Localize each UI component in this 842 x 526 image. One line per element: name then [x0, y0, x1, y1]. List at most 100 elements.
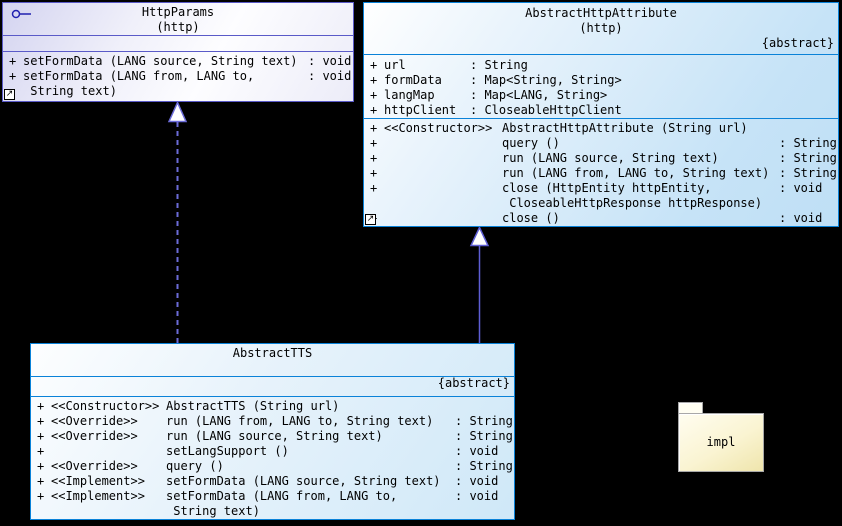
stereotype: <<Constructor>>: [51, 399, 160, 413]
expand-indicator-icon[interactable]: ↗: [4, 89, 15, 100]
attributes-section: [3, 35, 353, 51]
visibility: +: [370, 103, 378, 117]
operation-row: + setFormData (LANG from, LANG to, Strin…: [9, 69, 353, 99]
operation-row: + setLangSupport () : void: [37, 444, 514, 459]
visibility: +: [370, 88, 378, 102]
operations-section: + <<Constructor>> AbstractTTS (String ur…: [31, 396, 514, 519]
signature: setFormData (LANG source, String text): [23, 54, 298, 68]
attribute-type: : CloseableHttpClient: [470, 103, 622, 117]
class-header: AbstractHttpAttribute (http) {abstract}: [364, 3, 838, 54]
class-package-subtitle: (http): [579, 21, 623, 35]
visibility: +: [9, 69, 17, 83]
operation-row: + <<Override>> run (LANG from, LANG to, …: [37, 414, 514, 429]
expand-indicator-icon[interactable]: ↗: [365, 214, 376, 225]
realization-arrow[interactable]: [167, 100, 188, 344]
attribute-type: : Map<String, String>: [470, 73, 622, 87]
signature-line: close (HttpEntity httpEntity,: [502, 181, 712, 195]
return-type: : String: [779, 151, 837, 165]
class-header: AbstractTTS {abstract}: [31, 344, 514, 390]
interface-lollipop-icon: [11, 9, 31, 19]
return-type: : String: [455, 429, 513, 443]
visibility: +: [370, 181, 378, 195]
visibility: +: [370, 58, 378, 72]
return-type: : void: [308, 69, 352, 83]
signature: run (LANG from, LANG to, String text): [502, 166, 770, 180]
class-header: HttpParams (http): [3, 3, 353, 35]
package-tab: [678, 402, 703, 414]
class-title: AbstractTTS: [232, 346, 313, 360]
operation-row: + query () : String: [370, 136, 838, 151]
visibility: +: [370, 121, 378, 135]
operation-row: + run (LANG from, LANG to, String text) …: [370, 166, 838, 181]
stereotype: <<Constructor>>: [384, 121, 493, 135]
abstract-tag: {abstract}: [761, 36, 834, 50]
signature: query (): [502, 136, 560, 150]
stereotype: <<Implement>>: [51, 474, 145, 488]
attribute-row: + httpClient : CloseableHttpClient: [370, 103, 838, 118]
visibility: +: [37, 474, 45, 488]
signature: run (LANG source, String text): [166, 429, 383, 443]
attributes-section: + url : String + formData : Map<String, …: [364, 54, 838, 118]
visibility: +: [37, 414, 45, 428]
stereotype: <<Implement>>: [51, 489, 145, 503]
signature: setLangSupport (): [166, 444, 289, 458]
visibility: +: [9, 54, 17, 68]
attribute-name: formData: [384, 73, 442, 87]
operation-row: + setFormData (LANG source, String text)…: [9, 54, 353, 69]
package-label: impl: [706, 435, 736, 449]
signature: setFormData (LANG source, String text): [166, 474, 441, 488]
signature: run (LANG source, String text): [502, 151, 719, 165]
operations-section: + <<Constructor>> AbstractHttpAttribute …: [364, 118, 838, 226]
attribute-name: url: [384, 58, 406, 72]
attribute-row: + langMap : Map<LANG, String>: [370, 88, 838, 103]
operation-row: + <<Override>> run (LANG source, String …: [37, 429, 514, 444]
attribute-name: httpClient: [384, 103, 457, 117]
abstract-tag: {abstract}: [437, 376, 510, 390]
return-type: : void: [455, 489, 499, 503]
attribute-type: : Map<LANG, String>: [470, 88, 608, 102]
signature-line: setFormData (LANG from, LANG to,: [23, 69, 255, 83]
class-abstracttts[interactable]: AbstractTTS {abstract} + <<Constructor>>…: [30, 343, 515, 520]
class-package-subtitle: (http): [156, 20, 200, 34]
return-type: : String: [779, 136, 837, 150]
signature: setFormData (LANG from, LANG to, String …: [23, 69, 308, 99]
attribute-name: langMap: [384, 88, 435, 102]
generalization-arrow[interactable]: [469, 225, 490, 344]
attribute-type: : String: [470, 58, 528, 72]
return-type: : void: [779, 181, 823, 195]
return-type: : void: [779, 211, 823, 225]
attribute-row: + formData : Map<String, String>: [370, 73, 838, 88]
class-title: AbstractHttpAttribute: [525, 6, 677, 20]
visibility: +: [370, 166, 378, 180]
return-type: : String: [455, 414, 513, 428]
signature: AbstractHttpAttribute (String url): [502, 121, 748, 135]
stereotype: <<Override>>: [51, 429, 138, 443]
signature: close (HttpEntity httpEntity, CloseableH…: [502, 181, 779, 211]
package-body: impl: [678, 413, 764, 472]
signature-line: setFormData (LANG from, LANG to,: [166, 489, 398, 503]
visibility: +: [37, 444, 45, 458]
class-abstracthttpattribute[interactable]: AbstractHttpAttribute (http) {abstract} …: [363, 2, 839, 227]
signature: setFormData (LANG from, LANG to, String …: [166, 489, 455, 519]
attribute-row: + url : String: [370, 58, 838, 73]
visibility: +: [370, 73, 378, 87]
operation-row: + <<Implement>> setFormData (LANG from, …: [37, 489, 514, 519]
operations-section: + setFormData (LANG source, String text)…: [3, 51, 353, 99]
visibility: +: [37, 489, 45, 503]
stereotype: <<Override>>: [51, 459, 138, 473]
signature-line-2: CloseableHttpResponse httpResponse): [502, 196, 763, 210]
signature: close (): [502, 211, 560, 225]
return-type: : String: [455, 459, 513, 473]
visibility: +: [37, 429, 45, 443]
class-package-subtitle: [31, 361, 514, 376]
operation-row: + <<Implement>> setFormData (LANG source…: [37, 474, 514, 489]
class-httpparams[interactable]: HttpParams (http) + setFormData (LANG so…: [2, 2, 354, 102]
return-type: : void: [455, 474, 499, 488]
class-title: HttpParams: [141, 5, 215, 19]
package-impl[interactable]: impl: [678, 402, 764, 472]
return-type: : void: [308, 54, 352, 68]
visibility: +: [370, 151, 378, 165]
operation-row: + close (HttpEntity httpEntity, Closeabl…: [370, 181, 838, 211]
return-type: : String: [779, 166, 837, 180]
